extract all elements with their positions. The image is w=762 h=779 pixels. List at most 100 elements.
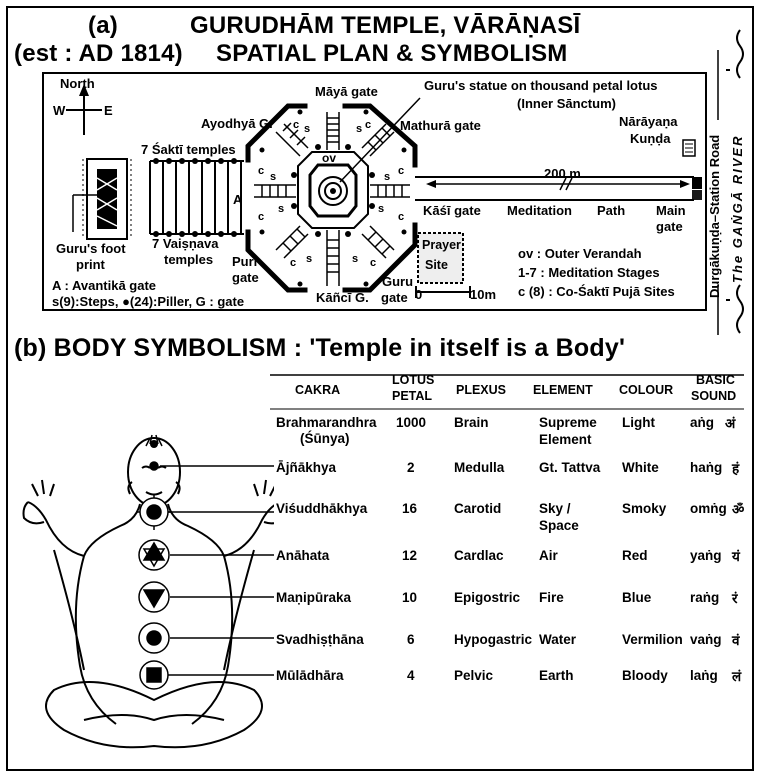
header-sound-1: BASIC — [696, 373, 735, 387]
cakra-row-3-element-line2: Space — [539, 518, 579, 533]
yogi-figure — [22, 434, 274, 749]
ov-label: ov — [322, 151, 336, 165]
legend-co-sakti: c (8) : Co-Śaktī Pujā Sites — [518, 284, 675, 299]
compass-west: W — [53, 103, 66, 118]
outer-verandah — [297, 151, 369, 229]
cakra-row-2-element: Gt. Tattva — [539, 460, 601, 475]
cakra-row-2-colour: White — [622, 460, 659, 475]
meditation-path — [415, 176, 694, 201]
cakra-row-5-colour: Blue — [622, 590, 652, 605]
svg-text:s: s — [352, 253, 358, 265]
part-a-label: (a) — [88, 12, 118, 39]
cakra-row-5-glyph: रं — [732, 591, 738, 606]
cakra-row-3-glyph: ॐ — [732, 502, 745, 517]
svadhisthana-chakra-icon — [138, 622, 170, 654]
svg-text:c: c — [365, 119, 371, 131]
prayer-site-label-1: Prayer — [422, 238, 461, 252]
header-sound-2: SOUND — [691, 389, 737, 403]
cakra-row-6-sound: vaṅg — [690, 632, 722, 647]
maya-gate-label: Māyā gate — [315, 84, 378, 99]
prayer-site-label-2: Site — [425, 258, 448, 272]
meditation-label: Meditation — [507, 203, 572, 218]
svg-text:c: c — [258, 211, 264, 223]
pillars — [259, 109, 407, 287]
temple-pillars — [153, 158, 237, 237]
ajna-chakra-icon — [149, 461, 159, 471]
header-colour: COLOUR — [619, 383, 674, 397]
muladhara-chakra-icon — [139, 660, 169, 690]
cakra-row-6-glyph: वं — [732, 633, 740, 648]
distance-label: 200 m — [544, 166, 581, 181]
temple-title: GURUDHĀM TEMPLE, VĀRĀṆASĪ — [190, 12, 581, 39]
visuddha-chakra-icon — [136, 494, 172, 530]
cakra-row-7-plexus: Pelvic — [454, 668, 494, 683]
foot-print-label-1: Guru's foot — [56, 241, 126, 256]
header-plexus: PLEXUS — [456, 383, 507, 397]
cakra-row-3-cakra: Viśuddhākhya — [276, 501, 368, 516]
svg-text:c: c — [370, 257, 376, 269]
cakra-row-4-element: Air — [539, 548, 558, 563]
cakra-row-2-cakra: Ājñākhya — [276, 460, 337, 475]
cakra-row-6-plexus: Hypogastric — [454, 632, 533, 647]
crown-chakra-icon — [145, 434, 163, 448]
cakra-row-3-element: Sky / — [539, 501, 571, 516]
scale-bar — [415, 286, 471, 298]
cakra-row-2-glyph: हं — [732, 461, 740, 476]
svg-text:c: c — [293, 119, 299, 131]
cakra-row-5-sound: raṅg — [690, 590, 720, 605]
narayana-label: Nārāyaṇa — [619, 114, 678, 129]
cakra-row-3-sound: omṅg — [690, 501, 727, 516]
svg-text:s: s — [356, 123, 362, 135]
kunda-label: Kuṇḍa — [630, 131, 671, 146]
cakra-row-1-petal: 1000 — [396, 415, 427, 430]
compass-icon — [66, 84, 102, 135]
figure-frame — [6, 6, 754, 771]
compass-east: E — [104, 103, 113, 118]
plan-subtitle: SPATIAL PLAN & SYMBOLISM — [216, 40, 568, 67]
path-label: Path — [597, 203, 626, 218]
puri-gate-label-2: gate — [232, 270, 259, 285]
avantika-gate-marker: A — [233, 192, 243, 207]
legend-outer-verandah: ov : Outer Verandah — [518, 246, 642, 261]
vaisnava-label-1: 7 Vaiṣṇava — [152, 236, 219, 251]
cakra-row-7-glyph: लं — [732, 669, 742, 684]
cakra-row-3-colour: Smoky — [622, 501, 667, 516]
cakra-row-4-sound: yaṅg — [690, 548, 722, 563]
cakra-row-4-glyph: यं — [732, 549, 740, 564]
cakra-row-7-cakra: Mūlādhāra — [276, 668, 344, 683]
cakra-row-6-petal: 6 — [407, 632, 415, 647]
cakra-row-5-cakra: Maṇipūraka — [276, 590, 352, 605]
cakra-row-7-colour: Bloody — [622, 668, 668, 683]
cakra-row-6-element: Water — [539, 632, 577, 647]
cakra-row-4-cakra: Anāhata — [276, 548, 330, 563]
cakra-row-5-element: Fire — [539, 590, 564, 605]
header-lotus-2: PETAL — [392, 389, 433, 403]
mathura-gate-label: Mathurā gate — [400, 118, 481, 133]
cakra-row-1-element-line2: Element — [539, 432, 592, 447]
cakra-row-5-plexus: Epigostric — [454, 590, 521, 605]
anahata-chakra-icon — [138, 539, 170, 571]
kanci-gate-label: Kāñcī G. — [316, 290, 369, 305]
legend-avantika: A : Avantikā gate — [52, 278, 157, 293]
cakra-row-6-cakra: Svadhiṣṭhāna — [276, 632, 364, 647]
prayer-site — [417, 232, 464, 284]
cakra-row-2-petal: 2 — [407, 460, 415, 475]
kunda-icon — [682, 139, 696, 157]
cakra-row-1-colour: Light — [622, 415, 655, 430]
guru-gate-label-2: gate — [381, 290, 408, 305]
foot-print-label-2: print — [76, 257, 105, 272]
cakra-row-1-cakra: Brahmarandhra — [276, 415, 377, 430]
guru-statue-label: Guru's statue on thousand petal lotus — [424, 78, 658, 93]
header-lotus-1: LOTUS — [392, 373, 435, 387]
svg-text:c: c — [258, 165, 264, 177]
sakti-temples-label: 7 Śaktī temples — [141, 142, 236, 157]
svg-text:c: c — [398, 165, 404, 177]
svg-text:s: s — [384, 171, 390, 183]
cakra-row-4-colour: Red — [622, 548, 648, 563]
manipura-chakra-icon — [138, 581, 170, 613]
cakra-row-1-glyph: अं — [725, 416, 736, 431]
kasi-gate-label: Kāśī gate — [423, 203, 481, 218]
inner-sanctum — [308, 163, 358, 218]
